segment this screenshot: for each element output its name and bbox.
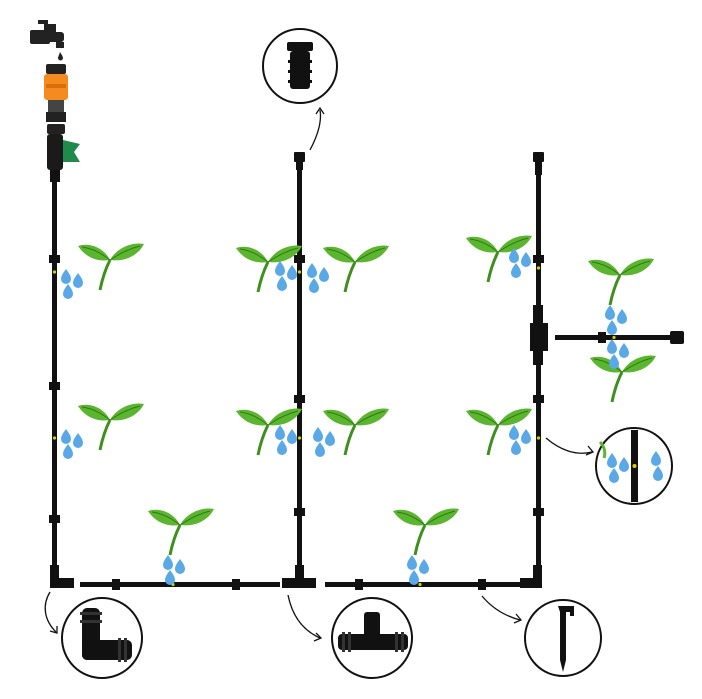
pipe-right-vertical-bottom — [536, 365, 541, 565]
end-plug-icon — [287, 42, 313, 89]
tee-connector-icon — [338, 612, 408, 652]
pipe-left-vertical — [52, 182, 57, 567]
elbow-connector-icon — [80, 608, 132, 662]
tee-callout — [287, 594, 413, 679]
end-plug-callout — [262, 28, 338, 151]
plant-right-top — [464, 234, 534, 284]
arrow-elbow — [44, 591, 57, 633]
plant-middle-left-middle — [234, 407, 304, 457]
arrow-dripper-detail — [545, 437, 593, 454]
elbow-connector-bottom-right — [520, 565, 542, 588]
drip-pipe-network — [49, 152, 684, 590]
end-plug-right — [533, 152, 544, 175]
plant-right-middle — [464, 407, 534, 457]
plant-branch-top — [586, 257, 656, 335]
pipe-bottom-right — [325, 582, 525, 587]
water-tap-icon — [30, 20, 64, 61]
plant-left-middle — [61, 402, 146, 459]
pipe-right-vertical-top — [536, 175, 541, 305]
start-valve-icon — [47, 124, 80, 182]
plant-middle-right-top — [307, 244, 391, 294]
elbow-callout — [44, 591, 143, 679]
plant-bottom-left — [146, 507, 216, 585]
arrow-tee — [287, 594, 321, 639]
pipe-bottom-left — [80, 582, 280, 587]
plant-bottom-right — [391, 507, 461, 585]
end-plug-middle — [294, 152, 305, 170]
holding-stake-icon — [558, 606, 574, 672]
arrow-stake — [481, 595, 521, 621]
stake-callout — [481, 595, 602, 677]
elbow-connector-bottom-left — [50, 565, 74, 588]
end-plug-branch — [670, 331, 684, 344]
dripper-detail-callout — [545, 427, 673, 505]
plant-middle-left-top — [234, 244, 304, 294]
arrow-end-plug — [309, 109, 322, 151]
plant-left-top — [61, 242, 146, 299]
plant-middle-right-middle — [313, 407, 391, 457]
pipe-middle-vertical — [297, 170, 302, 565]
dripper-hole-detail-icon — [598, 430, 663, 502]
plant-branch-bottom — [588, 339, 658, 404]
tee-connector-right-branch — [530, 305, 548, 365]
tee-connector-bottom-middle — [282, 565, 316, 588]
hose-quick-connector-icon — [44, 64, 68, 122]
